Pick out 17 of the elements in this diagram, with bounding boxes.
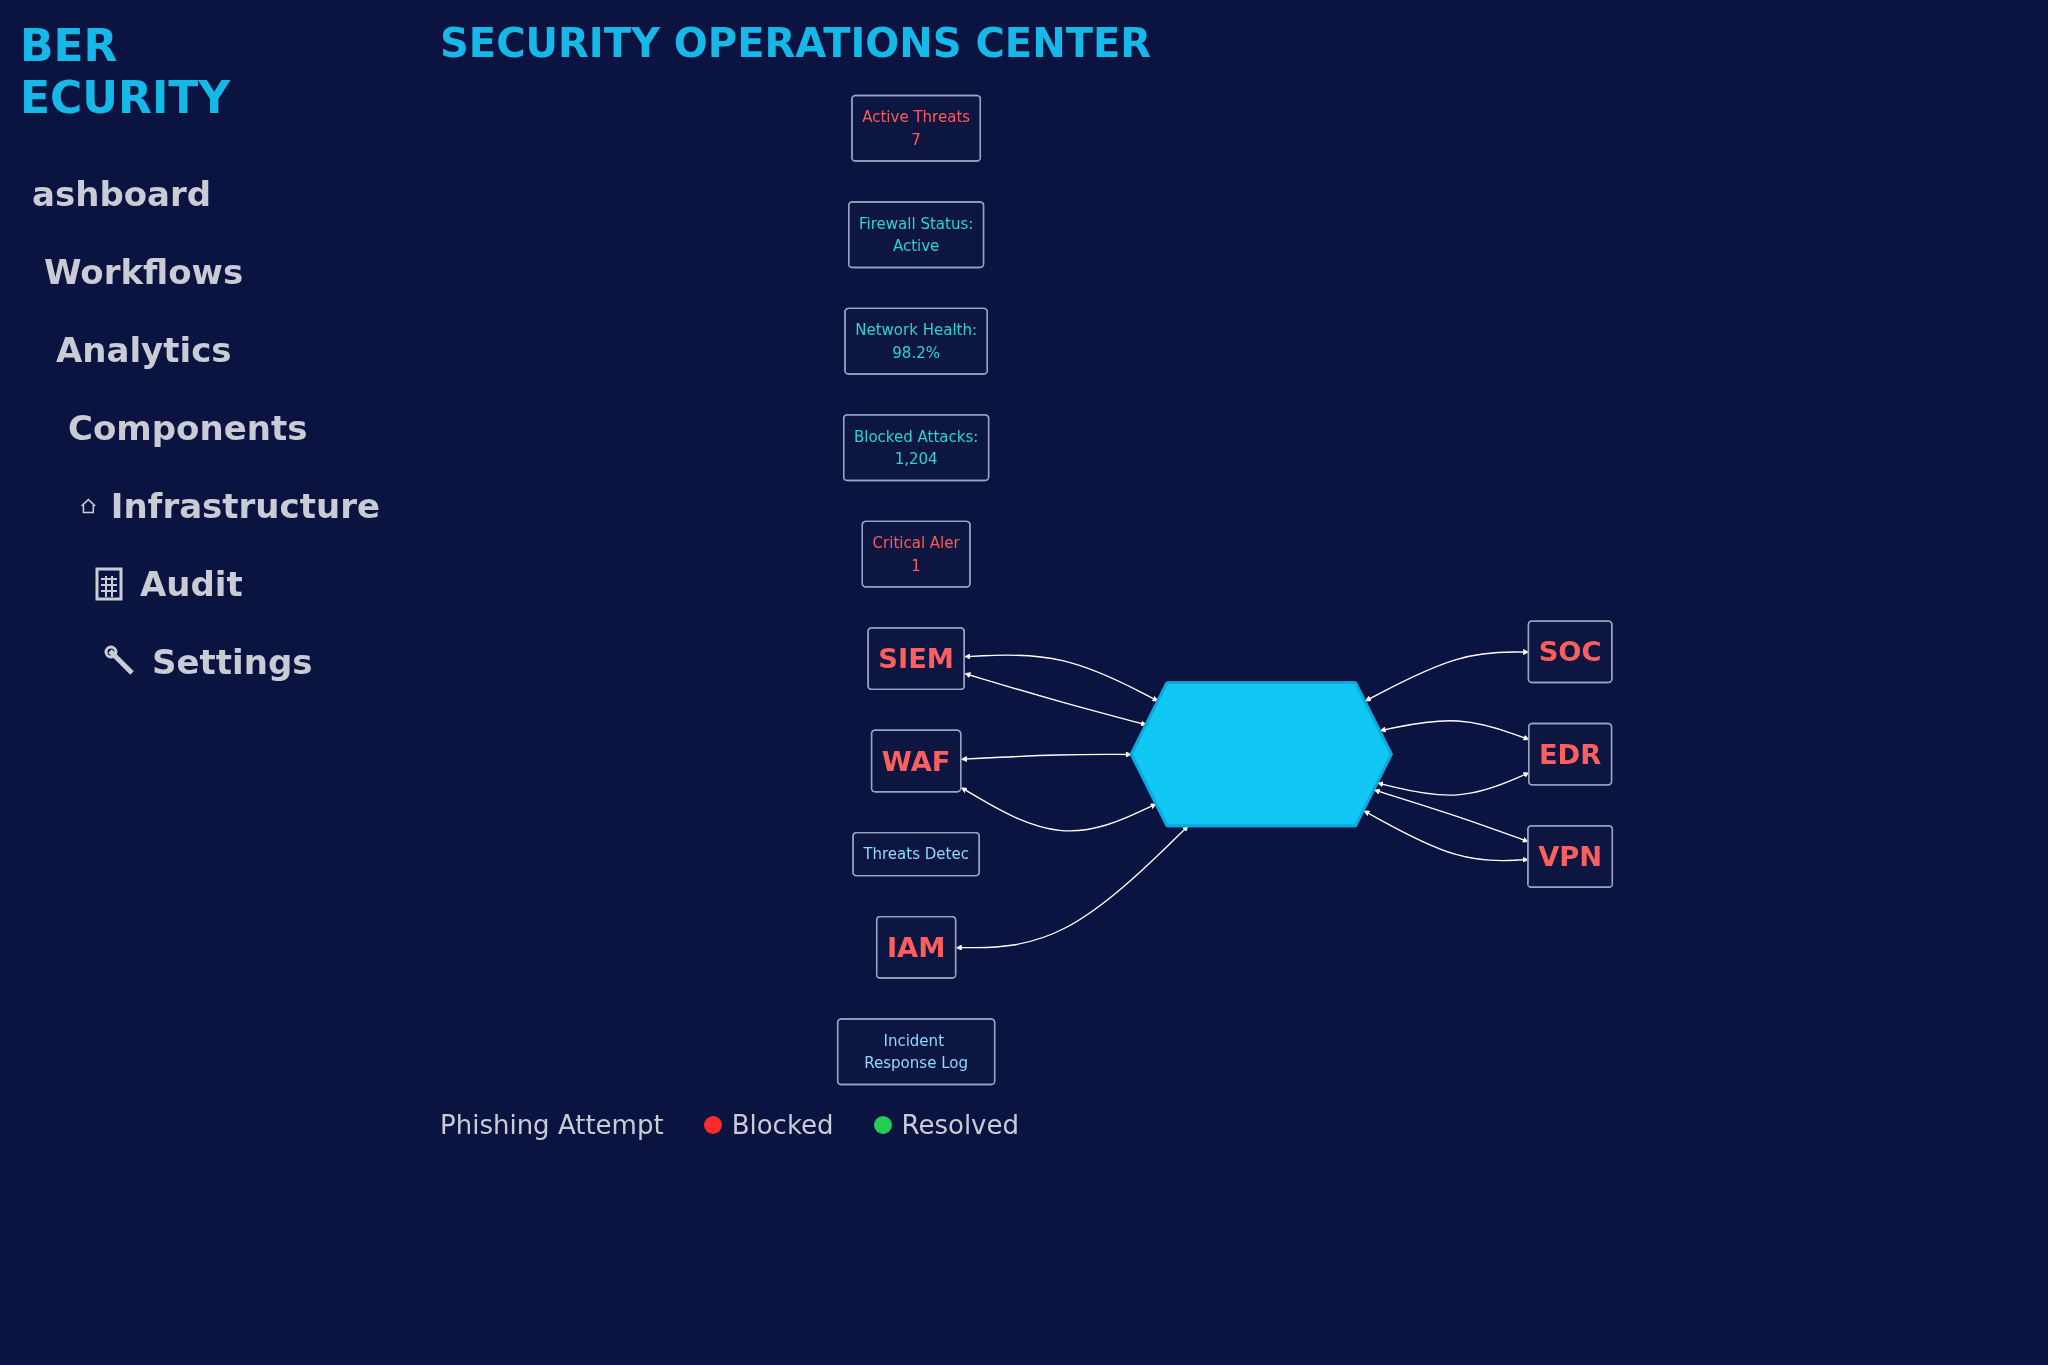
menu-item: Audit [140, 564, 243, 604]
page-title: SECURITY OPERATIONS CENTER [440, 20, 1152, 66]
menu-item: Settings [152, 642, 313, 682]
status-text: Resolved [901, 1110, 1019, 1140]
arrow [964, 653, 1159, 702]
arrow [955, 825, 1189, 951]
log-entry: Phishing Attempt [440, 1110, 664, 1140]
menu-item: Workflows [44, 252, 244, 292]
arrow [961, 751, 1132, 762]
menu-item: Components [68, 408, 308, 448]
menu-item: Infrastructure [110, 486, 380, 526]
arrow [961, 787, 1157, 832]
app-title: BER ECURITY [20, 20, 232, 124]
status-text: Blocked [731, 1110, 834, 1140]
menu-item: ashboard [32, 174, 212, 214]
menu-item: Analytics [56, 330, 232, 370]
arrow [964, 672, 1147, 727]
